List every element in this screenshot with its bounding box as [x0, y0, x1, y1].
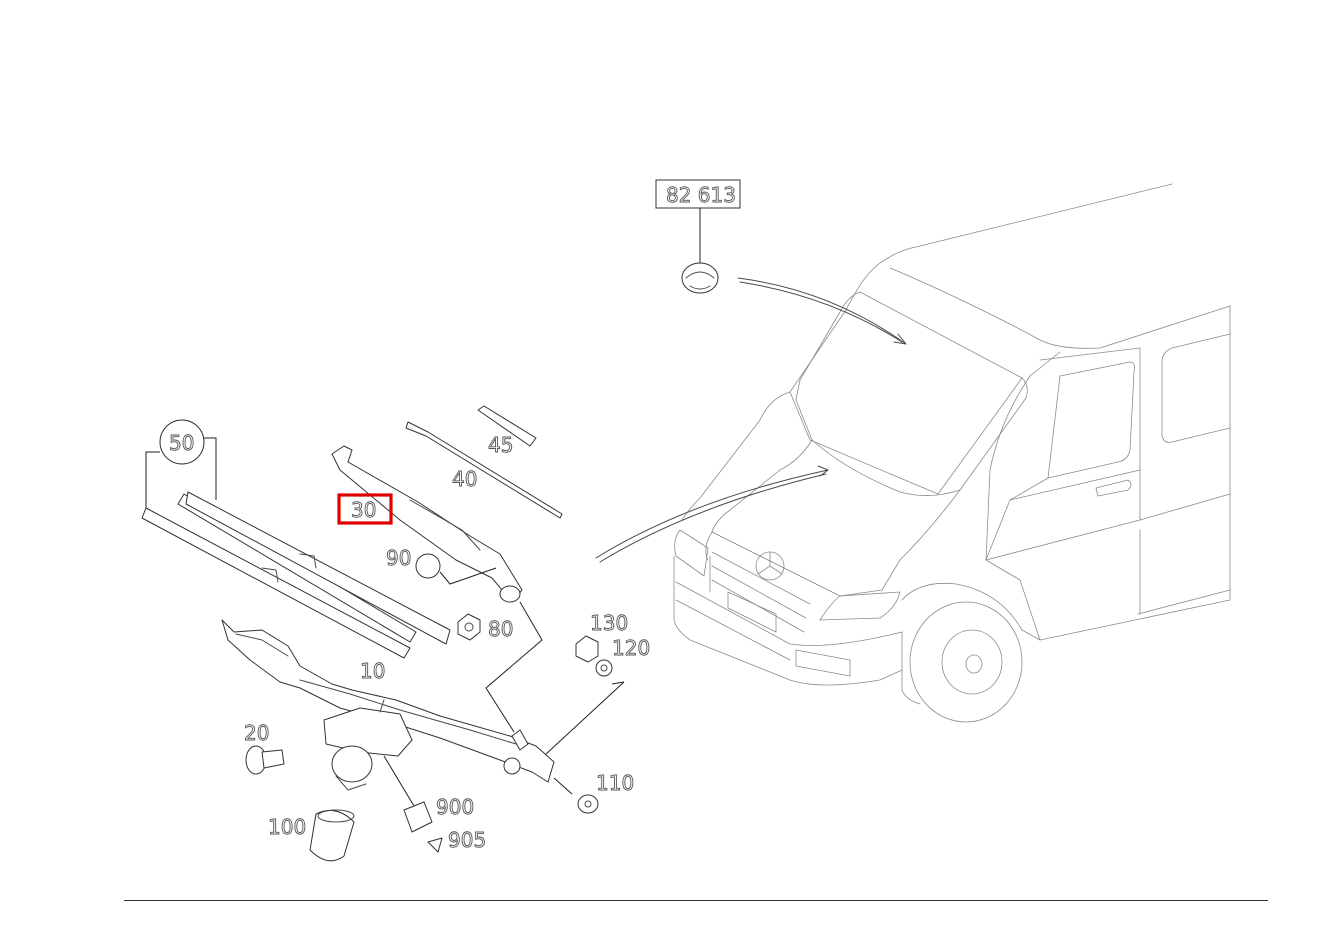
part-label-900: 900 — [436, 795, 474, 819]
part-callout-20[interactable]: 20 — [244, 721, 270, 746]
part-label-80: 80 — [488, 617, 513, 641]
part-label-20: 20 — [244, 721, 269, 745]
bottom-divider — [124, 900, 1268, 901]
highlight-box — [337, 493, 393, 525]
part-label-50: 50 — [169, 431, 194, 455]
part-callout-50[interactable]: 50 — [159, 419, 205, 465]
washer-parts — [545, 635, 625, 814]
part-label-10: 10 — [360, 659, 385, 683]
part-label-905: 905 — [448, 828, 486, 852]
part-label-120: 120 — [612, 636, 650, 660]
part-labels: 50 45 40 30 90 80 130 120 10 20 1 — [159, 419, 651, 853]
connector-parts — [383, 755, 443, 853]
part-callout-40[interactable]: 40 — [452, 467, 478, 492]
part-callout-90[interactable]: 90 — [386, 546, 412, 571]
cap-part — [415, 553, 497, 585]
part-label-100: 100 — [268, 815, 306, 839]
motor-boot-part — [309, 809, 355, 862]
part-callout-10[interactable]: 10 — [360, 659, 386, 684]
part-callout-30[interactable]: 30 — [337, 493, 393, 525]
part-callout-900[interactable]: 900 — [436, 795, 475, 820]
leader-arm-linkage — [485, 601, 543, 733]
part-callout-120[interactable]: 120 — [612, 636, 651, 661]
part-label-45: 45 — [488, 433, 513, 457]
part-callout-905[interactable]: 905 — [448, 828, 487, 853]
part-callout-110[interactable]: 110 — [596, 771, 635, 796]
part-label-130: 130 — [590, 611, 628, 635]
nut-part — [457, 613, 481, 641]
wiper-arm — [331, 445, 523, 603]
part-label-30: 30 — [351, 498, 376, 522]
part-callout-100[interactable]: 100 — [268, 815, 307, 840]
wiper-rod — [405, 405, 563, 519]
part-callout-130[interactable]: 130 — [590, 611, 629, 636]
wiper-linkage — [221, 619, 555, 791]
reference-callout[interactable]: 82 613 — [655, 179, 741, 294]
bolt-part — [245, 745, 285, 775]
part-label-40: 40 — [452, 467, 477, 491]
part-label-110: 110 — [596, 771, 634, 795]
part-label-90: 90 — [386, 546, 411, 570]
part-callout-45[interactable]: 45 — [488, 433, 514, 458]
wiper-blades — [141, 437, 451, 659]
part-callout-80[interactable]: 80 — [488, 617, 514, 642]
reference-label: 82 613 — [666, 183, 736, 207]
location-arrows — [595, 277, 907, 563]
van-illustration — [673, 183, 1231, 723]
